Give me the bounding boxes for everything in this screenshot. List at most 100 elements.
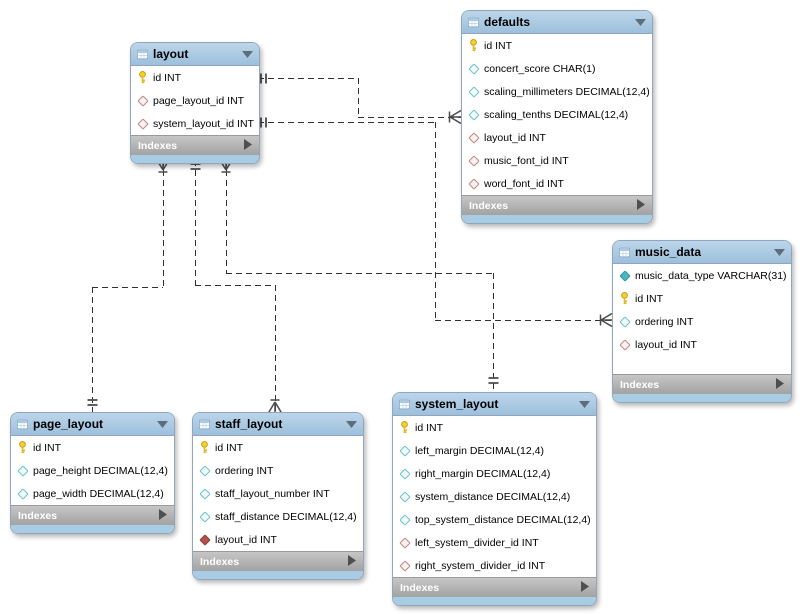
indexes-label: Indexes (620, 378, 660, 391)
table-layout[interactable]: layout id INT page_layout_id INT system_… (130, 42, 260, 164)
column-icon (398, 444, 411, 457)
indexes-footer[interactable]: Indexes (393, 577, 596, 597)
column-notnull-icon (618, 269, 631, 282)
collapse-arrow-icon[interactable] (346, 420, 357, 428)
field-label: id INT (215, 441, 244, 454)
field-row[interactable]: staff_distance DECIMAL(12,4) (193, 505, 363, 528)
field-label: id INT (635, 292, 664, 305)
field-row[interactable]: music_font_id INT (462, 149, 652, 172)
relationship-line[interactable] (275, 285, 276, 412)
table-defaults[interactable]: defaults id INT concert_score CHAR(1) sc… (461, 10, 653, 224)
relationship-line[interactable] (358, 117, 461, 118)
collapse-arrow-icon[interactable] (774, 248, 785, 256)
column-icon (398, 490, 411, 503)
field-row[interactable]: word_font_id INT (462, 172, 652, 195)
collapse-arrow-icon[interactable] (635, 18, 646, 26)
field-label: top_system_distance DECIMAL(12,4) (415, 513, 591, 526)
table-header[interactable]: page_layout (11, 413, 174, 436)
relationship-line[interactable] (435, 320, 612, 321)
field-row[interactable]: right_system_divider_id INT (393, 554, 596, 577)
indexes-footer[interactable]: Indexes (613, 374, 791, 394)
cardinality-many-marker (448, 109, 461, 125)
table-header[interactable]: staff_layout (193, 413, 363, 436)
field-row[interactable]: page_height DECIMAL(12,4) (11, 459, 174, 482)
relationship-line[interactable] (195, 160, 196, 285)
relationship-line[interactable] (358, 78, 359, 118)
indexes-label: Indexes (469, 199, 509, 212)
field-row[interactable]: system_distance DECIMAL(12,4) (393, 485, 596, 508)
table-bottom-strip (613, 394, 791, 402)
field-row[interactable]: id INT (613, 287, 791, 310)
table-name: defaults (484, 15, 531, 29)
table-name: page_layout (33, 417, 104, 431)
table-header[interactable]: system_layout (393, 393, 596, 416)
field-row[interactable]: concert_score CHAR(1) (462, 57, 652, 80)
table-staff-layout[interactable]: staff_layout id INT ordering INT staff_l… (192, 412, 364, 580)
field-row[interactable]: page_layout_id INT (131, 89, 259, 112)
field-row[interactable]: id INT (393, 416, 596, 439)
primary-key-icon (137, 71, 148, 84)
fk-column-icon (398, 559, 411, 572)
indexes-footer[interactable]: Indexes (193, 551, 363, 571)
indexes-footer[interactable]: Indexes (11, 505, 174, 525)
table-system-layout[interactable]: system_layout id INT left_margin DECIMAL… (392, 392, 597, 606)
field-row[interactable]: left_system_divider_id INT (393, 531, 596, 554)
field-row[interactable]: scaling_tenths DECIMAL(12,4) (462, 103, 652, 126)
collapse-arrow-icon[interactable] (242, 50, 253, 58)
cardinality-many-marker (156, 160, 170, 173)
cardinality-many-marker (219, 160, 233, 173)
field-row[interactable]: top_system_distance DECIMAL(12,4) (393, 508, 596, 531)
cardinality-one-marker (190, 163, 201, 170)
field-row[interactable]: id INT (462, 34, 652, 57)
field-row[interactable]: page_width DECIMAL(12,4) (11, 482, 174, 505)
column-icon (16, 487, 29, 500)
table-icon (199, 418, 210, 431)
relationship-line[interactable] (435, 122, 436, 320)
indexes-footer[interactable]: Indexes (131, 135, 259, 155)
field-row[interactable]: music_data_type VARCHAR(31) (613, 264, 791, 287)
field-row[interactable]: layout_id INT (613, 333, 791, 356)
field-label: word_font_id INT (484, 177, 564, 190)
field-row[interactable]: id INT (11, 436, 174, 459)
table-header[interactable]: defaults (462, 11, 652, 34)
table-header[interactable]: music_data (613, 241, 791, 264)
expand-arrow-icon (776, 377, 784, 392)
field-row[interactable]: scaling_millimeters DECIMAL(12,4) (462, 80, 652, 103)
collapse-arrow-icon[interactable] (579, 400, 590, 408)
relationship-line[interactable] (92, 287, 93, 412)
table-icon (137, 48, 148, 61)
relationship-line[interactable] (258, 78, 358, 79)
field-row[interactable]: staff_layout_number INT (193, 482, 363, 505)
indexes-footer[interactable]: Indexes (462, 195, 652, 215)
field-row[interactable]: left_margin DECIMAL(12,4) (393, 439, 596, 462)
field-row[interactable]: ordering INT (193, 459, 363, 482)
indexes-label: Indexes (138, 139, 178, 152)
table-page-layout[interactable]: page_layout id INT page_height DECIMAL(1… (10, 412, 175, 534)
field-label: layout_id INT (215, 533, 277, 546)
field-label: scaling_tenths DECIMAL(12,4) (484, 108, 629, 121)
table-header[interactable]: layout (131, 43, 259, 66)
field-row[interactable]: id INT (131, 66, 259, 89)
fk-column-icon (398, 536, 411, 549)
field-row[interactable]: layout_id INT (462, 126, 652, 149)
field-row[interactable]: layout_id INT (193, 528, 363, 551)
relationship-line[interactable] (226, 160, 227, 273)
table-bottom-strip (193, 571, 363, 579)
table-music-data[interactable]: music_data music_data_type VARCHAR(31) i… (612, 240, 792, 403)
field-label: system_distance DECIMAL(12,4) (415, 490, 571, 503)
relationship-line[interactable] (163, 160, 164, 287)
collapse-arrow-icon[interactable] (157, 420, 168, 428)
relationship-line[interactable] (92, 287, 163, 288)
expand-arrow-icon (244, 138, 252, 153)
field-row[interactable]: system_layout_id INT (131, 112, 259, 135)
relationship-line[interactable] (226, 273, 493, 274)
cardinality-one-marker (488, 377, 499, 384)
relationship-line[interactable] (493, 273, 494, 392)
relationship-line[interactable] (195, 285, 275, 286)
field-row[interactable]: right_margin DECIMAL(12,4) (393, 462, 596, 485)
table-name: staff_layout (215, 417, 283, 431)
relationship-line[interactable] (258, 122, 435, 123)
fk-column-icon (467, 131, 480, 144)
field-row[interactable]: id INT (193, 436, 363, 459)
field-row[interactable]: ordering INT (613, 310, 791, 333)
